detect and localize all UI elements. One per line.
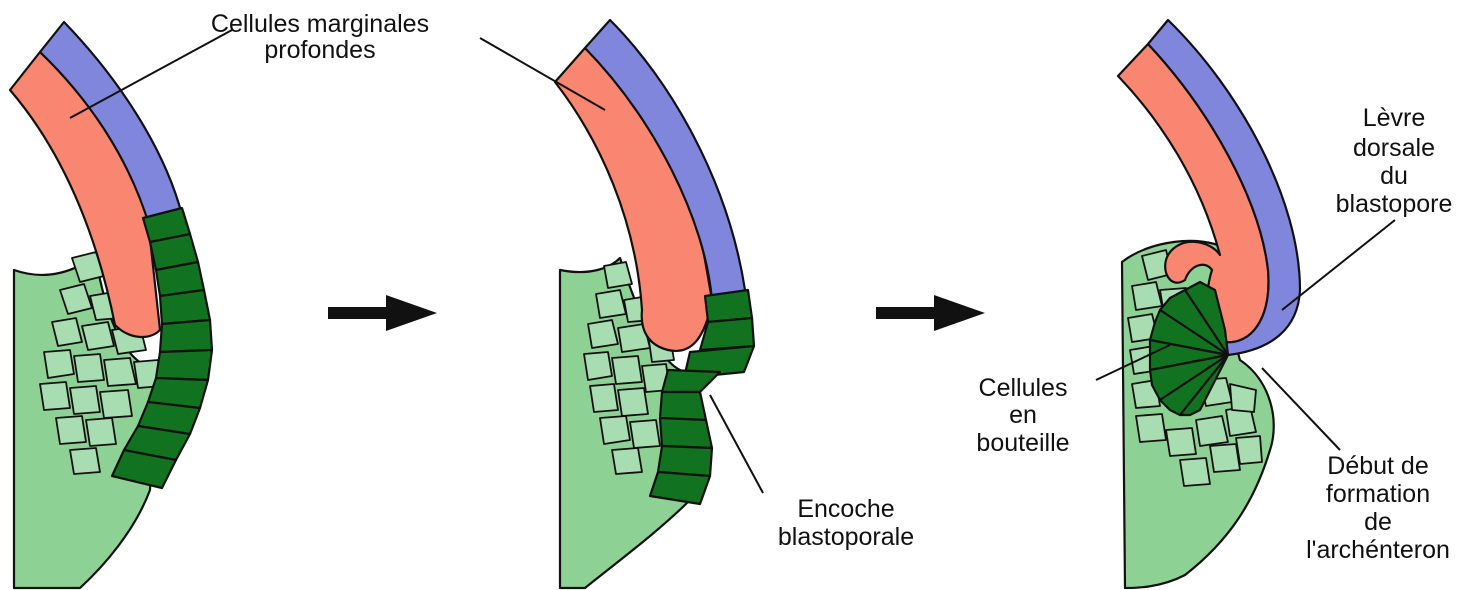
label-text: blastopore (1336, 190, 1453, 218)
label-text: Encoche (797, 495, 894, 523)
label-text: Cellules (979, 374, 1068, 402)
label-text: formation (1326, 480, 1430, 508)
label-text: du (1380, 162, 1408, 190)
label-text: Début de (1327, 452, 1428, 480)
label-archenteron: Début de formation de l'archénteron (1306, 452, 1450, 564)
label-text: Cellules marginales (211, 10, 429, 38)
label-text: bouteille (976, 429, 1069, 457)
label-text: Lèvre (1363, 104, 1426, 132)
label-text: blastoporale (778, 523, 914, 551)
label-deep-marginal-cells: Cellules marginales profondes (211, 10, 429, 64)
label-bottle-cells: Cellules en bouteille (976, 374, 1069, 457)
right-arrow-icon (328, 295, 437, 331)
stage-2-blastopore-notch (555, 20, 754, 588)
label-text: en (1009, 401, 1037, 429)
stage-1-early-gastrula (10, 22, 212, 588)
label-text: de (1364, 508, 1392, 536)
label-text: dorsale (1353, 134, 1435, 162)
right-arrow-icon (876, 295, 985, 331)
stage-3-dorsal-lip (1118, 20, 1300, 588)
label-text: l'archénteron (1306, 536, 1450, 564)
label-dorsal-lip: Lèvre dorsale du blastopore (1336, 104, 1453, 218)
label-blastopore-notch: Encoche blastoporale (778, 495, 914, 551)
label-text: profondes (264, 36, 375, 64)
